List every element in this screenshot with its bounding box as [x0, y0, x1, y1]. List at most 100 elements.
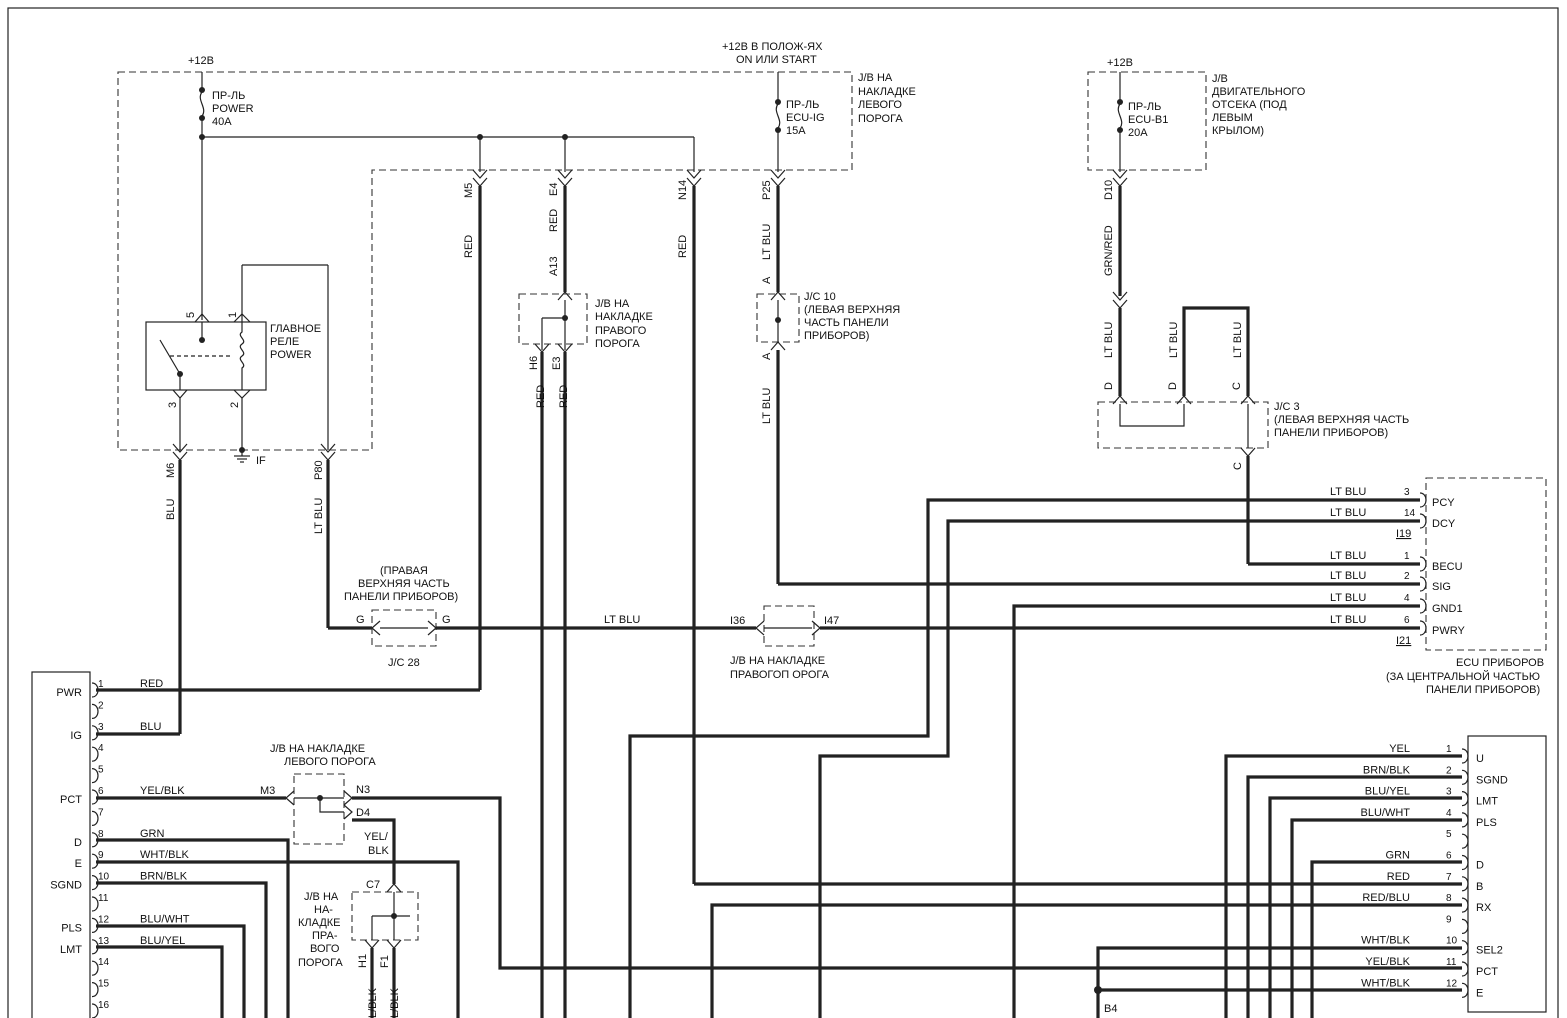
left-pin-wire: BLU/WHT	[140, 913, 190, 925]
svg-text:YEL/: YEL/	[364, 831, 389, 843]
left-pin-num: 6	[98, 786, 104, 797]
left-pin-name: PCT	[60, 794, 82, 806]
wire-label-lblk-1: L/BLK	[367, 987, 379, 1018]
wire-label-ltblu-2: LT BLU	[761, 388, 773, 424]
wire-label-red-4: RED	[535, 385, 547, 408]
fuse-power-icon	[199, 91, 205, 117]
right-pin-wire: RED/BLU	[1362, 892, 1410, 904]
right-pin-num: 3	[1446, 787, 1452, 798]
conn-d1: D	[1103, 382, 1115, 390]
conn-c2: C	[1232, 462, 1244, 470]
left-pin-num: 2	[98, 700, 104, 711]
wire-yelblk-n3	[352, 796, 1420, 970]
conn-i47: I47	[824, 615, 839, 627]
supply-ig-label-2: ON ИЛИ START	[736, 54, 817, 66]
svg-text:40A: 40A	[212, 116, 232, 128]
wire-grn-d	[96, 838, 290, 1018]
wire-brnblk-sgnd	[96, 881, 268, 1018]
svg-text:(ПРАВАЯ: (ПРАВАЯ	[380, 565, 428, 577]
right-pin-connector	[1461, 876, 1469, 892]
conn-m5: M5	[463, 183, 475, 198]
right-pin-num: 12	[1446, 978, 1458, 989]
conn-h6: H6	[528, 356, 540, 370]
supply-ig-label-1: +12В В ПОЛОЖ-ЯХ	[722, 41, 823, 53]
right-pin-num: 8	[1446, 893, 1452, 904]
conn-f1: F1	[379, 955, 391, 968]
wire-label-ltblu-6: LT BLU	[1168, 322, 1180, 358]
conn-m3: M3	[260, 785, 275, 797]
jb-engine-bay-label: J/B ДВИГАТЕЛЬНОГО ОТСЕКА (ПОД ЛЕВЫМ КРЫЛ…	[1212, 73, 1306, 137]
right-pin-num: 1	[1446, 744, 1452, 755]
svg-text:ECU-B1: ECU-B1	[1128, 114, 1168, 126]
right-pin-name: PLS	[1476, 817, 1497, 829]
left-pin-name: PLS	[61, 922, 82, 934]
left-pin-num: 13	[98, 936, 110, 947]
svg-text:ECU-IG: ECU-IG	[786, 112, 825, 124]
right-pin-connector	[1461, 940, 1469, 956]
svg-text:J/B НА: J/B НА	[304, 891, 339, 903]
conn-g1: G	[356, 614, 365, 626]
ecu-pin-connector	[1419, 576, 1427, 592]
jb-right-sill-small-label: J/B НА НА- КЛАДКЕ ПРА- ВОГО ПОРОГА	[298, 891, 343, 969]
conn-c1: C	[1231, 382, 1243, 390]
wire-dcy	[818, 519, 1420, 1018]
conn-g2: G	[442, 614, 451, 626]
supply-left-label: +12В	[188, 55, 214, 67]
ecu-pin-connector	[1419, 556, 1427, 572]
left-pin-connector	[91, 703, 99, 719]
svg-text:НАКЛАДКЕ: НАКЛАДКЕ	[595, 311, 653, 323]
right-pin-connector	[1461, 791, 1469, 807]
right-pin-name: SEL2	[1476, 945, 1503, 957]
right-pin-name: B	[1476, 881, 1483, 893]
svg-text:BLK: BLK	[368, 845, 389, 857]
ecu-pin-wire: LT BLU	[1330, 486, 1366, 498]
svg-text:ПАНЕЛИ ПРИБОРОВ): ПАНЕЛИ ПРИБОРОВ)	[344, 591, 458, 603]
conn-d10: D10	[1103, 180, 1115, 200]
relay-box	[145, 321, 267, 391]
jc10-label: J/C 10 (ЛЕВАЯ ВЕРХНЯЯ ЧАСТЬ ПАНЕЛИ ПРИБО…	[804, 291, 900, 342]
left-pin-num: 11	[98, 893, 109, 904]
svg-text:ПОРОГА: ПОРОГА	[595, 338, 640, 350]
jb-right-sill-small-box	[351, 891, 419, 941]
svg-text:(ЛЕВАЯ ВЕРХНЯЯ: (ЛЕВАЯ ВЕРХНЯЯ	[804, 304, 900, 316]
jc28-label: J/C 28	[388, 657, 420, 669]
ecu-pin-wire: LT BLU	[1330, 570, 1366, 582]
jb-left-sill-lower-label: J/B НА НАКЛАДКЕ ЛЕВОГО ПОРОГА	[270, 743, 376, 768]
right-pin-num: 11	[1446, 957, 1457, 968]
right-pin-name: D	[1476, 860, 1484, 872]
ecu-pin-num: 1	[1404, 551, 1410, 562]
svg-text:ГЛАВНОЕ: ГЛАВНОЕ	[270, 323, 321, 335]
wire-label-red-3: RED	[677, 235, 689, 258]
left-pin-num: 4	[98, 743, 104, 754]
wire-gnd1	[1012, 604, 1420, 1018]
relay-pin-2: 2	[229, 402, 241, 408]
svg-text:(ЛЕВАЯ ВЕРХНЯЯ ЧАСТЬ: (ЛЕВАЯ ВЕРХНЯЯ ЧАСТЬ	[1274, 414, 1409, 426]
svg-text:(ЗА ЦЕНТРАЛЬНОЙ ЧАСТЬЮ: (ЗА ЦЕНТРАЛЬНОЙ ЧАСТЬЮ	[1386, 670, 1540, 683]
svg-text:20A: 20A	[1128, 127, 1148, 139]
ecu-pin-name: PCY	[1432, 497, 1455, 509]
wire-yel-u	[1224, 754, 1462, 1018]
svg-text:ЛЕВЫМ: ЛЕВЫМ	[1212, 112, 1253, 124]
conn-n14: N14	[677, 180, 689, 200]
left-pin-wire: GRN	[140, 828, 165, 840]
left-pin-name: PWR	[56, 687, 82, 699]
svg-text:ЛЕВОГО: ЛЕВОГО	[858, 99, 902, 111]
svg-text:J/C 10: J/C 10	[804, 291, 836, 303]
ecu-instruments-title: ECU ПРИБОРОВ (ЗА ЦЕНТРАЛЬНОЙ ЧАСТЬЮ ПАНЕ…	[1386, 657, 1544, 696]
ecu-pin-name: GND1	[1432, 603, 1463, 615]
relay-switch-icon	[159, 339, 181, 390]
svg-text:НА-: НА-	[314, 904, 333, 916]
svg-text:ДВИГАТЕЛЬНОГО: ДВИГАТЕЛЬНОГО	[1212, 86, 1306, 98]
left-pin-connector	[91, 982, 99, 998]
ground-icon	[234, 450, 250, 463]
relay-pin-3: 3	[167, 402, 179, 408]
wire-yelblk-d4	[352, 818, 396, 884]
svg-text:ЛЕВОГО ПОРОГА: ЛЕВОГО ПОРОГА	[284, 756, 376, 768]
svg-text:POWER: POWER	[270, 349, 312, 361]
svg-text:J/B НА НАКЛАДКЕ: J/B НА НАКЛАДКЕ	[730, 655, 825, 667]
left-pin-num: 1	[98, 679, 104, 690]
left-pin-connector	[91, 960, 99, 976]
wire-label-ltblu-1: LT BLU	[761, 224, 773, 260]
wire-label-ltblu-4: LT BLU	[604, 614, 640, 626]
